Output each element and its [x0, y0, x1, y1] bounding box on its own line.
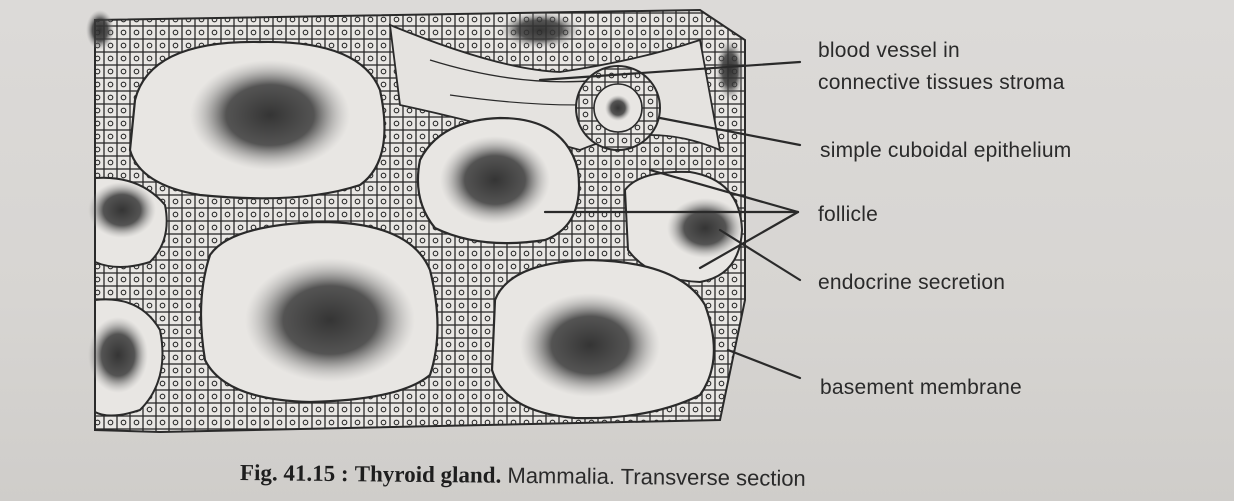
- label-blood-vessel-line1: blood vessel in: [818, 38, 1065, 64]
- caption-subject: Thyroid gland.: [355, 461, 502, 488]
- label-epithelium: simple cuboidal epithelium: [820, 138, 1072, 164]
- label-endocrine-secretion: endocrine secretion: [818, 270, 1005, 296]
- label-blood-vessel: blood vessel in connective tissues strom…: [818, 38, 1065, 96]
- follicle-bottom-right: [492, 260, 714, 418]
- follicle-bottom-left: [201, 222, 438, 402]
- label-basement-membrane: basement membrane: [820, 375, 1022, 401]
- label-blood-vessel-line2: connective tissues stroma: [818, 70, 1065, 96]
- follicle-top-left: [130, 42, 385, 198]
- caption-rest: Mammalia. Transverse section: [507, 463, 806, 491]
- caption-fig-number: Fig. 41.15 :: [240, 460, 349, 486]
- label-follicle: follicle: [818, 202, 878, 228]
- follicle-center: [418, 118, 579, 243]
- blood-vessel: [576, 66, 660, 150]
